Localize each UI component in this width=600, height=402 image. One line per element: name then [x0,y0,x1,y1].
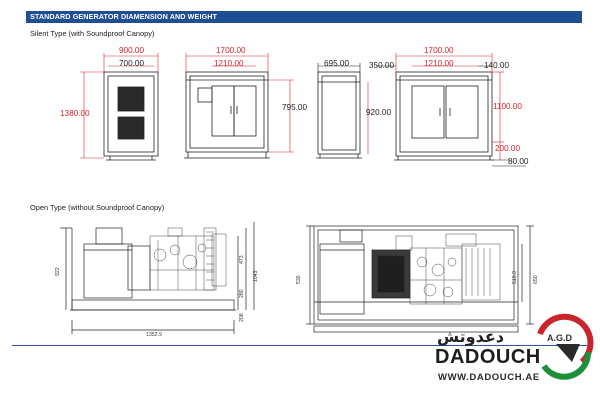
end-height: 920.00 [366,108,392,117]
open-front-view [60,222,255,334]
silent-section-title: Silent Type (with Soundproof Canopy) [30,29,155,38]
side2-height: 1100.00 [493,102,522,111]
brand-name: DADOUCH [435,346,541,368]
front-outer-width: 900.00 [119,46,145,55]
silent-side-view [184,71,270,159]
side-height: 795.00 [282,103,308,112]
side2-foot: 80.00 [508,157,529,166]
side-inner-width: 1210.00 [214,59,244,68]
side2-inner-width: 1210.00 [424,59,454,68]
silent-end-view [316,71,362,159]
front-height: 1380.00 [60,109,90,118]
open-top-view [306,225,534,333]
header-title: STANDARD GENERATOR DIAMENSION AND WEIGHT [30,12,218,21]
open-section-title: Open Type (without Soundproof Canopy) [30,203,165,212]
side2-base-height: 200.00 [495,144,521,153]
brand-url[interactable]: WWW.DADOUCH.AE [438,372,540,383]
side2-outer-width: 1700.00 [424,46,454,55]
silent-front-view [103,71,159,161]
header-bar [26,11,582,23]
brand-agd: A.G.D [547,333,573,343]
side2-right-offset: 140.00 [484,61,510,70]
silent-side-view-2 [394,71,494,161]
footer-divider [12,345,588,346]
front-inner-width: 700.00 [119,59,145,68]
side2-left-offset: 350.00 [369,61,395,70]
end-width: 695.00 [324,59,350,68]
brand-arabic-name: دعدوتش [437,327,504,346]
side-outer-width: 1700.00 [216,46,246,55]
open-front-width: 1352.9 [146,332,162,338]
